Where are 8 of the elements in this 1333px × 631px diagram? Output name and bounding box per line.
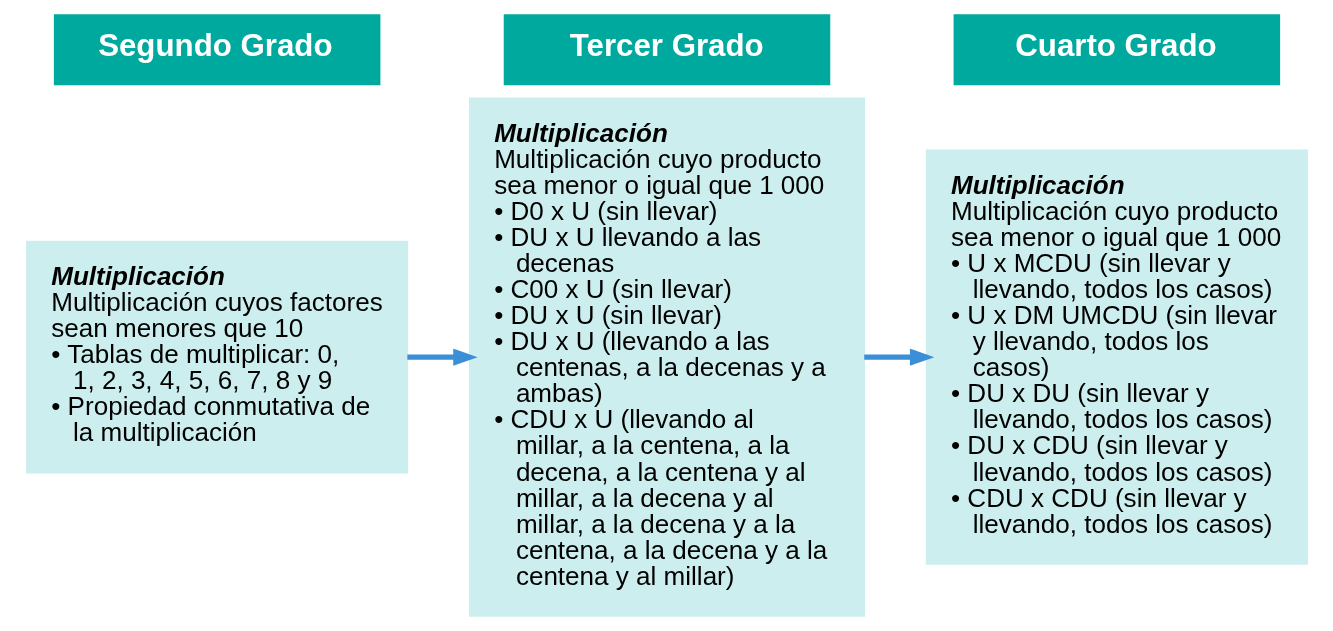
node-box: Cuarto Grado xyxy=(953,14,1280,86)
node-box: Tercer Grado xyxy=(503,14,830,86)
node-box: Multiplicación Multiplicación cuyo producto sea menor o igual que 1 000 • U x MCDU (sin llevar y llevando, todos los casos) • U x DM UMCDU (sin llevar y llevando, todos los casos) • DU x DU (sin llevar y llevando, todos los casos) • DU x CDU (sin llevar y llevando, todos los casos) • CDU x CDU (sin llevar y llevando, todos los casos) xyxy=(925,149,1308,565)
arrow xyxy=(406,348,478,366)
arrow xyxy=(863,348,934,366)
node-box: Segundo Grado xyxy=(53,14,380,86)
node-box: Multiplicación Multiplicación cuyo producto sea menor o igual que 1 000 • D0 x U (sin llevar) • DU x U llevando a las decenas • C00 x U (sin llevar) • DU x U (sin llevar) • DU x U (llevando a las centenas, a la decenas y a ambas) • CDU x U (llevando al millar, a la centena, a la decena, a la centena y al millar, a la decena y al millar, a la decena y a la centena, a la decena y a la centena y al millar) xyxy=(468,97,865,617)
node-box: Multiplicación Multiplicación cuyos factores sean menores que 10 • Tablas de multiplicar: 0, 1, 2, 3, 4, 5, 6, 7, 8 y 9 • Propiedad conmutativa de la multiplicación xyxy=(25,240,408,474)
